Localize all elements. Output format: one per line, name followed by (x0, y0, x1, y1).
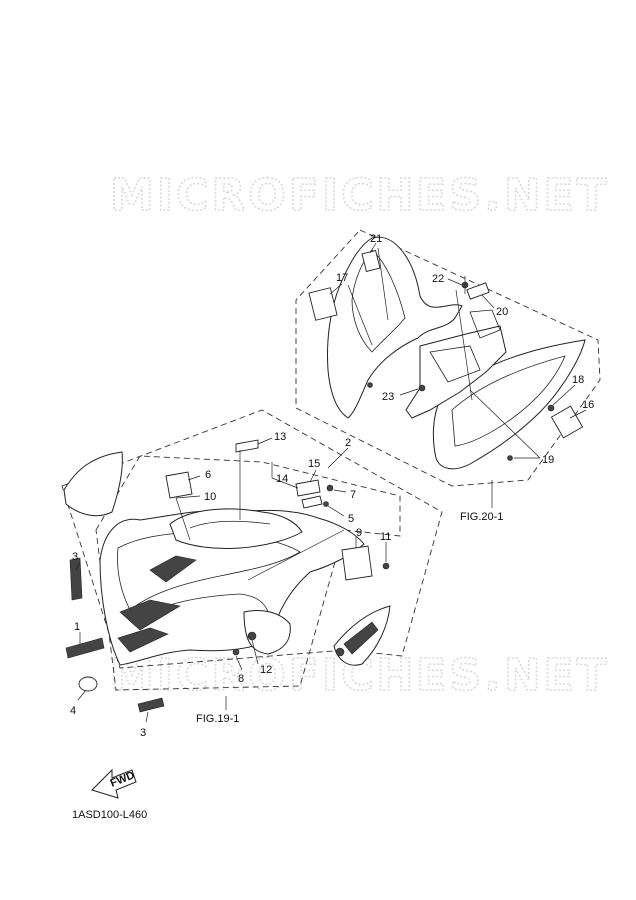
clip-part-19 (507, 455, 513, 461)
callout-12: 12 (260, 664, 272, 676)
decal-part-15 (295, 479, 321, 497)
lead-19b (469, 389, 541, 459)
decal-part-21 (361, 250, 381, 272)
lead-8 (235, 655, 243, 671)
lead-7 (333, 489, 347, 493)
callout-7: 7 (350, 489, 356, 501)
lead-5 (327, 505, 345, 517)
lead-12 (251, 639, 259, 665)
front-fender-stripe-1 (119, 599, 181, 631)
lead-20 (481, 294, 495, 309)
lead-22b (455, 289, 473, 401)
rear-fender-right (432, 339, 586, 470)
figref-upper: FIG.20-1 (460, 511, 503, 523)
callout-2: 2 (345, 437, 351, 449)
callout-14: 14 (276, 473, 288, 485)
figref-lower: FIG.19-1 (196, 713, 239, 725)
fender-clip-left (367, 382, 373, 388)
lead-3-lower (145, 711, 149, 723)
tank-cover (169, 508, 303, 549)
callout-9: 9 (356, 527, 362, 539)
front-cowl-flap (63, 451, 123, 517)
lead-21 (369, 242, 377, 254)
side-panel-grommet (247, 631, 257, 641)
drawing-code: 1ASD100-L460 (72, 809, 147, 821)
front-fender-body (99, 509, 365, 666)
callout-13: 13 (274, 431, 286, 443)
badge-part-3-upper (69, 557, 83, 601)
lead-23 (399, 388, 419, 396)
screw-part-8 (232, 648, 240, 656)
callout-1: 1 (74, 621, 80, 633)
lead-10 (175, 495, 201, 499)
callout-5: 5 (348, 513, 354, 525)
callout-10: 10 (204, 491, 216, 503)
callout-23: 23 (382, 391, 394, 403)
callout-3-lower: 3 (140, 727, 146, 739)
side-decal-graphic (343, 621, 379, 655)
lead-13 (257, 437, 273, 445)
front-side-panel (243, 610, 291, 655)
lead-17b (347, 284, 373, 346)
lead-22 (447, 278, 463, 286)
lead-3-upper (75, 561, 81, 571)
decal-part-17 (308, 287, 338, 321)
callout-21: 21 (370, 233, 382, 245)
tank-cover-detail (189, 520, 271, 529)
decal-part-16 (550, 405, 584, 439)
badge-part-3-lower (137, 697, 165, 713)
front-fender-inner-outline (95, 455, 401, 691)
lead-17 (329, 283, 343, 295)
fwd-direction-arrow: FWD (91, 768, 137, 799)
lead-14 (271, 477, 299, 489)
rivet-part-23 (418, 384, 426, 392)
rear-fender-tray-detail (429, 345, 481, 383)
side-decal-grommet (335, 647, 345, 657)
lead-2b (247, 529, 345, 581)
decal-part-14 (301, 495, 323, 509)
decal-part-6 (165, 471, 193, 499)
callout-16: 16 (582, 399, 594, 411)
bolt-part-11 (382, 562, 390, 570)
callout-22: 22 (432, 273, 444, 285)
decal-part-13 (235, 439, 259, 453)
callout-19: 19 (542, 454, 554, 466)
lead-6 (187, 475, 201, 481)
callout-3-upper: 3 (72, 551, 78, 563)
rear-fender-right-contour (451, 355, 566, 447)
rear-fender-left-contour (351, 249, 406, 353)
callout-6: 6 (205, 469, 211, 481)
callout-4: 4 (70, 705, 76, 717)
fwd-arrow-icon (91, 768, 137, 799)
callout-15: 15 (308, 458, 320, 470)
lead-10b (175, 497, 191, 541)
bracket-part-5 (323, 501, 329, 507)
lead-21b (377, 247, 389, 321)
cap-part-4 (78, 676, 98, 692)
watermark-top: MICROFICHES.NET (110, 170, 610, 221)
front-fender-assembly: 13 2 6 10 14 15 7 5 9 11 3 1 4 3 8 12 FI… (61, 409, 443, 739)
bolt-part-18 (547, 404, 555, 412)
front-fender-stripe-3 (117, 627, 169, 653)
badge-part-1 (65, 637, 105, 659)
callout-8: 8 (238, 673, 244, 685)
bolt-part-7 (326, 484, 334, 492)
rear-fender-center-tray (405, 325, 507, 419)
front-fender-stripe-2 (149, 555, 197, 583)
lead-16 (569, 409, 587, 419)
lead-15 (309, 469, 317, 483)
decal-part-20 (466, 282, 490, 300)
rear-fender-assembly: 21 17 22 20 23 18 16 19 FIG.20-1 (295, 229, 601, 523)
callout-11: 11 (380, 531, 391, 543)
lead-18 (552, 384, 576, 406)
decal-part-9 (341, 545, 373, 581)
rear-fender-group-outline (295, 229, 601, 487)
callout-20: 20 (496, 306, 508, 318)
callout-18: 18 (572, 374, 584, 386)
lead-2 (327, 447, 349, 469)
rear-fender-tray-detail-2 (469, 309, 501, 339)
callout-17: 17 (336, 272, 348, 284)
lead-4 (77, 689, 87, 701)
